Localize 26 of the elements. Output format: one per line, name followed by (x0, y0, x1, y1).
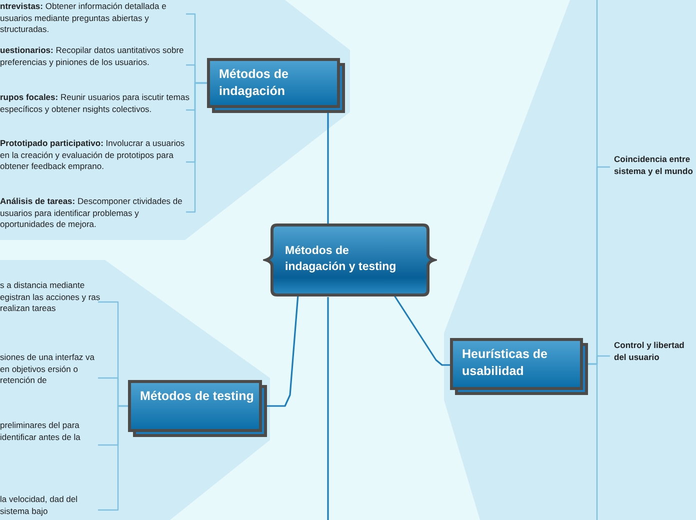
item-description: s a distancia mediante egistran las acciones y ras realizan tareas (0, 280, 102, 314)
topic-box (207, 58, 345, 113)
topic-title: Métodos de indagación (219, 66, 290, 100)
item-description: ntrevistas: Obtener información detallada e usuarios mediante preguntas abiertas y structuradas. (0, 1, 168, 36)
central-topic-box (263, 223, 437, 297)
topic-box (450, 338, 588, 395)
connector-line (267, 294, 299, 407)
item-description: rupos focales: Reunir usuarios para iscutir temas específicos y obtener nsights colectivos. (0, 92, 190, 115)
topic-title: Métodos de indagación y testing (285, 244, 398, 275)
item-description: Análisis de tareas: Descomponer ctividades de usuarios para identificar problemas y oportunidades de mejora. (0, 196, 184, 230)
connector-line (393, 294, 450, 366)
item-description: la velocidad, dad del sistema bajo (0, 494, 79, 517)
connector-line (98, 405, 128, 511)
topic-title: Métodos de testing (140, 388, 255, 405)
item-description: uestionarios: Recopilar datos uantitativos sobre preferencias y piniones de los usuarios. (0, 45, 185, 68)
item-description: Control y libertad del usuario (614, 340, 686, 363)
item-description: preliminares del para identificar antes de la (0, 420, 82, 443)
connector-line (588, 363, 598, 520)
item-description: Prototipado participativo: Involucrar a usuarios en la creación y evaluación de prototipos para obtener feedback emprano. (0, 138, 186, 172)
topic-title: Heurísticas de usabilidad (462, 346, 548, 380)
topic-box (128, 380, 267, 437)
connector-line (327, 297, 329, 520)
connector-line (327, 113, 329, 225)
connector-line (186, 82, 207, 213)
item-description: siones de una interfaz va en objetivos ersión o retención de (0, 352, 96, 386)
item-description: Coincidencia entre sistema y el mundo (614, 154, 694, 177)
